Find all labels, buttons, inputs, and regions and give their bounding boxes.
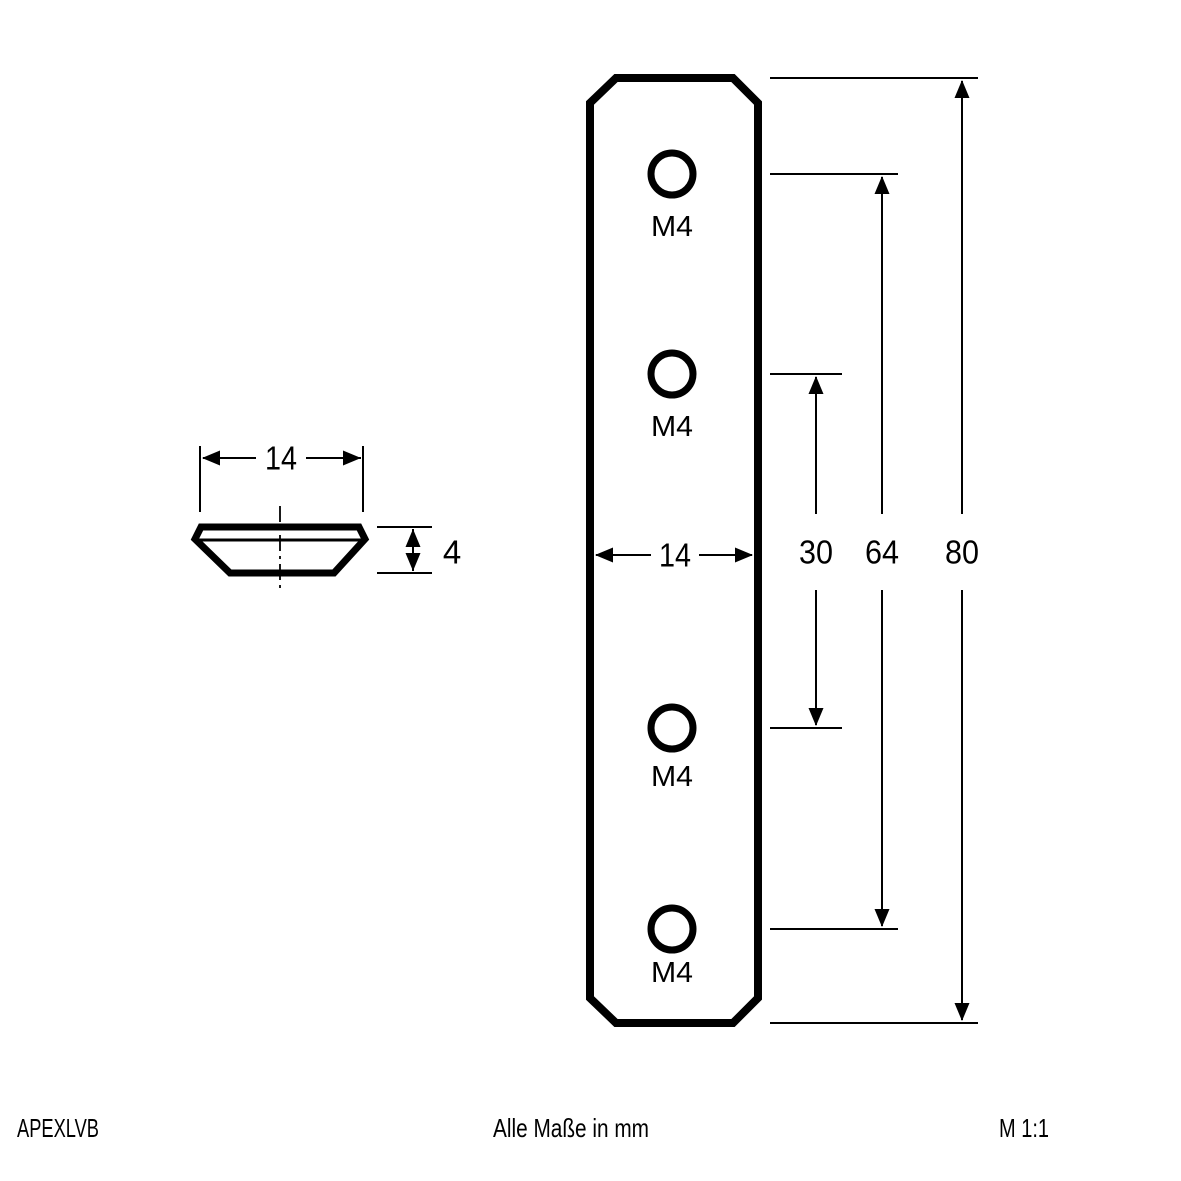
- inner-spacing-arrow-down: [808, 708, 824, 726]
- part-number-label: APEXLVB: [17, 1113, 99, 1143]
- hole-1-label: M4: [651, 211, 693, 243]
- side-thickness-dimension: 4: [377, 526, 461, 574]
- inner-spacing-dim-label: 30: [799, 534, 833, 571]
- hole-2: [647, 349, 697, 399]
- total-length-arrow-down: [954, 1003, 970, 1021]
- front-width-dimension: 14: [595, 537, 753, 574]
- inner-spacing-arrow-up: [808, 376, 824, 394]
- title-block: APEXLVB Alle Maße in mm M 1:1: [17, 1113, 1049, 1143]
- side-width-dimension: 14: [199, 440, 364, 512]
- outer-spacing-arrow-down: [874, 909, 890, 927]
- hole-4: [647, 904, 697, 954]
- front-width-arrow-left: [595, 547, 613, 563]
- outer-spacing-arrow-up: [874, 176, 890, 194]
- front-width-arrow-right: [735, 547, 753, 563]
- hole-1: [647, 149, 697, 199]
- inner-spacing-dimension: 30: [799, 376, 833, 726]
- side-width-dim-label: 14: [265, 440, 297, 477]
- front-width-dim-label: 14: [659, 537, 691, 574]
- outer-spacing-dim-label: 64: [865, 534, 899, 571]
- side-width-arrow-right: [343, 450, 361, 466]
- hole-4-label: M4: [651, 957, 693, 989]
- outer-spacing-dimension: 64: [865, 176, 899, 927]
- side-thickness-arrow-down: [405, 553, 421, 571]
- side-thickness-dim-label: 4: [443, 534, 461, 571]
- front-view: M4 M4 M4 M4 14 30: [586, 74, 979, 1027]
- scale-label: M 1:1: [999, 1113, 1049, 1143]
- hole-2-label: M4: [651, 411, 693, 443]
- side-thickness-arrow-up: [405, 529, 421, 547]
- total-length-dimension: 80: [945, 80, 979, 1021]
- total-length-dim-label: 80: [945, 534, 979, 571]
- hole-3: [647, 703, 697, 753]
- side-view: 14 4: [190, 440, 461, 592]
- hole-3-label: M4: [651, 761, 693, 793]
- front-view-outline: [586, 74, 762, 1027]
- total-length-arrow-up: [954, 80, 970, 98]
- extension-lines: [770, 77, 978, 1024]
- side-width-arrow-left: [202, 450, 220, 466]
- units-note-label: Alle Maße in mm: [493, 1113, 649, 1143]
